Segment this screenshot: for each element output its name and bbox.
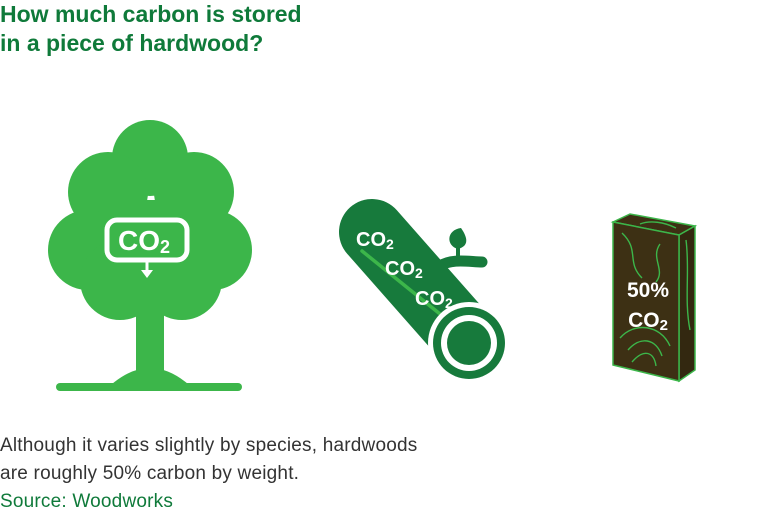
page-title: How much carbon is stored in a piece of … [0,0,340,58]
log-co2-labels: CO2 CO2 CO2 [356,229,453,311]
caption-line-2-text: are roughly 50% carbon by weight. [0,463,300,484]
block-co2-label: 50% CO2 [627,279,669,334]
caption-line-2: are roughly 50% carbon by weight. Source… [0,460,417,516]
leaf-icon [434,228,488,272]
svg-text:CO2: CO2 [118,225,170,257]
log-co2-label: CO2 [356,229,394,252]
caption: Although it varies slightly by species, … [0,432,417,516]
log-co2-label: CO2 [415,288,453,311]
wood-block-icon [610,213,698,383]
title-line-2: in a piece of hardwood? [0,30,264,56]
caption-line-1: Although it varies slightly by species, … [0,435,418,456]
arrow-down-icon [141,262,153,278]
tree-co2-label: CO [118,225,160,256]
illustration: CO2 CO2 CO2 CO2 [48,120,698,391]
log-co2-label: CO2 [385,258,423,281]
block-percent: 50% [627,279,669,302]
title-line-1: How much carbon is stored [0,1,302,27]
tree-co2-badge: CO2 [104,217,190,278]
source-credit: Source: Woodworks [0,491,174,512]
log-icon [339,199,510,384]
tree-co2-subscript: 2 [160,237,170,257]
block-co2: CO2 [628,309,668,334]
